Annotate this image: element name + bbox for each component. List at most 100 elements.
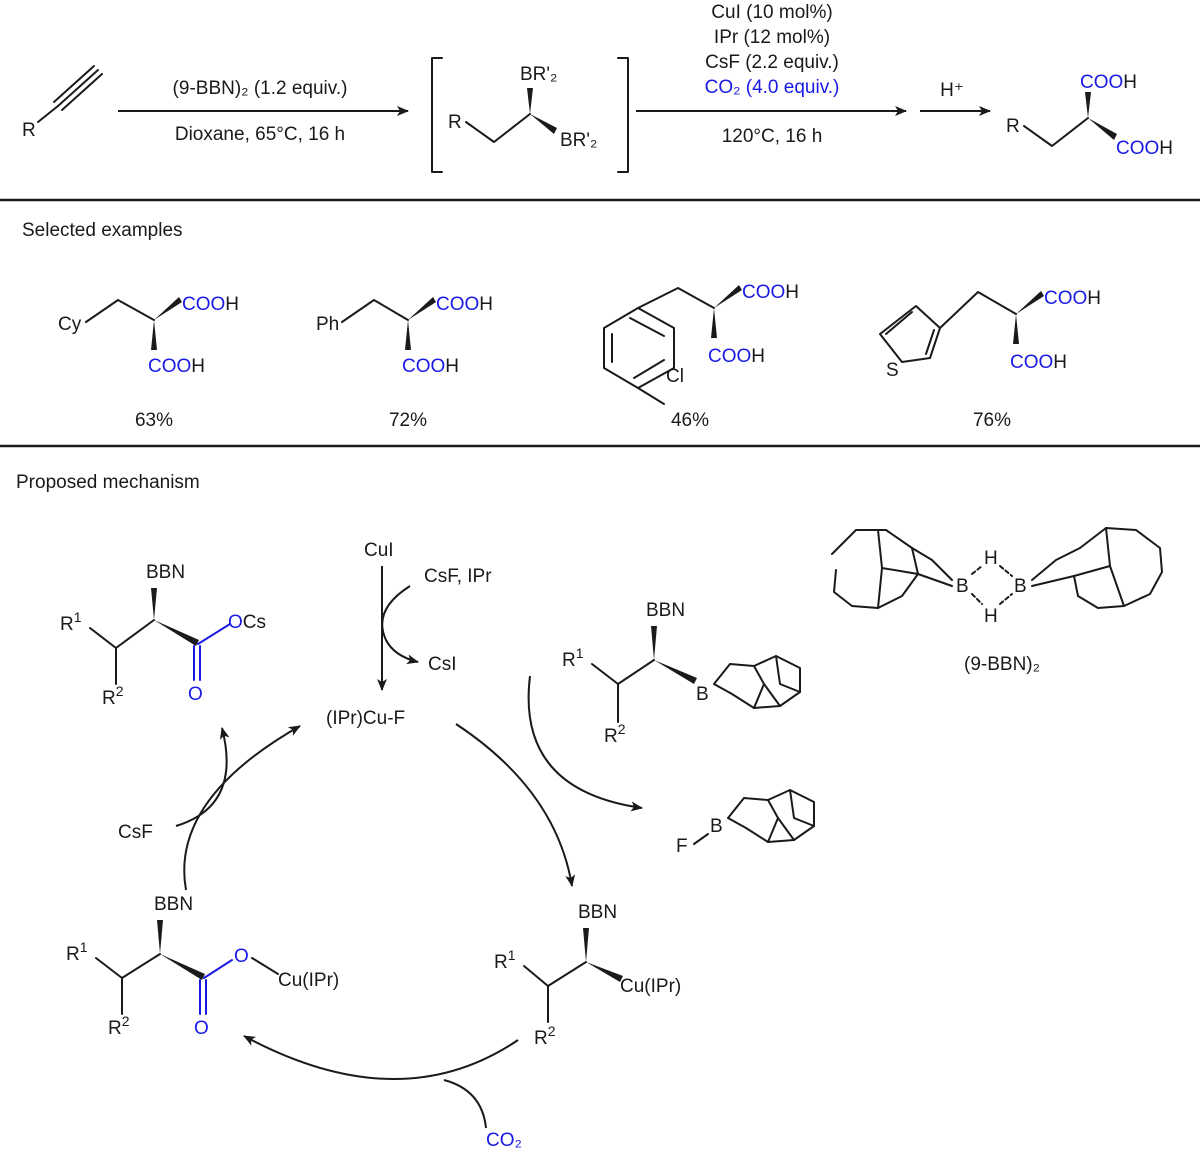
substrate-r1-text: R <box>562 650 576 671</box>
example-1-h2: H <box>191 356 205 377</box>
substrate-r2-text: R <box>604 726 618 747</box>
cesium-carboxylate: BBN R1 R2 O OCs <box>60 562 266 709</box>
example-4-substituent: S <box>886 360 899 381</box>
cucarb-bbn: BBN <box>154 894 193 915</box>
example-2-h1: H <box>479 294 493 315</box>
cucarb-r2-sup: 2 <box>122 1013 130 1029</box>
co2-entry-arrow <box>443 1079 487 1129</box>
step2-arrow: CuI (10 mol%) IPr (12 mol%) CsF (2.2 equ… <box>636 2 907 147</box>
mech-csf: CsF <box>118 822 153 843</box>
cucarb-r1-sup: 1 <box>80 939 88 955</box>
mech-csf-ipr: CsF, IPr <box>424 566 492 587</box>
example-3-yield: 46% <box>671 410 709 431</box>
product-cooh-bottom: COOH <box>1116 138 1173 159</box>
mechanism-title: Proposed mechanism <box>16 472 200 493</box>
step2-co2: CO₂ (4.0 equiv.) <box>705 77 840 98</box>
organocopper: BBN R1 R2 Cu(IPr) <box>494 902 681 1049</box>
cs-r1-sup: 1 <box>74 609 82 625</box>
cs-r2-sup: 2 <box>116 683 124 699</box>
step2-conditions: 120°C, 16 h <box>722 126 823 147</box>
fbbn-f: F <box>676 836 688 857</box>
substrate-r2: R2 <box>604 721 626 747</box>
cu-r1-sup: 1 <box>508 947 516 963</box>
example-2: Ph COOH COOH 72% <box>316 294 493 431</box>
cs-r1-text: R <box>60 614 74 635</box>
example-3-h1: H <box>785 282 799 303</box>
cycle-arrow-metathesis <box>183 725 301 891</box>
cu-ligand: Cu(IPr) <box>620 976 681 997</box>
example-3: Cl COOH COOH 46% <box>603 282 799 431</box>
f-bbn: F B <box>676 789 815 857</box>
cu-r2-text: R <box>534 1028 548 1049</box>
substrate-b: B <box>696 684 709 705</box>
step1-arrow: (9-BBN)₂ (1.2 equiv.) Dioxane, 65°C, 16 … <box>118 78 409 145</box>
cucarb-cu-ligand: Cu(IPr) <box>278 970 339 991</box>
substrate-bbn: BBN <box>646 600 685 621</box>
cs-carboxylate-bbn: BBN <box>146 562 185 583</box>
cucarb-r2: R2 <box>108 1013 130 1039</box>
cu-bbn: BBN <box>578 902 617 923</box>
cycle-arrow-co2-insertion <box>243 1035 519 1080</box>
fbbn-b: B <box>710 816 723 837</box>
example-1-h1: H <box>225 294 239 315</box>
cu-r2-sup: 2 <box>548 1023 556 1039</box>
step1-conditions: Dioxane, 65°C, 16 h <box>175 124 345 145</box>
cs-carboxylate-r1: R1 <box>60 609 82 635</box>
cu-r2: R2 <box>534 1023 556 1049</box>
example-2-cooh-top: COOH <box>436 294 493 315</box>
cs-carboxylate-ocs: OCs <box>228 612 266 633</box>
product-cooh-top-h: H <box>1123 72 1137 93</box>
step1-reagent: (9-BBN)₂ (1.2 equiv.) <box>173 78 348 99</box>
activation-side-arrow <box>381 585 419 665</box>
cu-r1-text: R <box>494 952 508 973</box>
diboryl-intermediate: R BR'₂ BR'₂ <box>431 57 629 173</box>
intermediate-br2-bottom: BR'₂ <box>560 130 597 151</box>
dimer-h-bottom: H <box>984 606 998 627</box>
step2-cui: CuI (10 mol%) <box>711 2 832 23</box>
cycle-arrow-transmetalation <box>455 723 576 887</box>
step2-csf: CsF (2.2 equiv.) <box>705 52 839 73</box>
mech-catalyst: (IPr)Cu-F <box>326 708 405 729</box>
cucarb-o-double: O <box>194 1018 209 1039</box>
product-r: R <box>1006 116 1020 137</box>
example-4: S COOH COOH 76% <box>879 288 1101 431</box>
example-1-substituent: Cy <box>58 314 82 335</box>
alkyne-reactant: R <box>22 65 103 141</box>
product-cooh-bottom-h: H <box>1159 138 1173 159</box>
example-3-cooh-bottom: COOH <box>708 346 765 367</box>
example-4-h2: H <box>1053 352 1067 373</box>
alkyne-r-label: R <box>22 120 36 141</box>
step3-acid: H⁺ <box>940 80 964 101</box>
example-4-yield: 76% <box>973 410 1011 431</box>
dimer-b-left: B <box>956 576 969 597</box>
example-4-h1: H <box>1087 288 1101 309</box>
example-2-h2: H <box>445 356 459 377</box>
malonic-acid-product: R COOH COOH <box>1006 72 1173 159</box>
copper-carboxylate: BBN R1 R2 O O Cu(IPr) <box>66 894 339 1039</box>
dimer-h-top: H <box>984 548 998 569</box>
intermediate-r: R <box>448 112 462 133</box>
step3-arrow: H⁺ <box>920 80 991 116</box>
fbbn-release-arrow <box>527 675 643 812</box>
product-cooh-top: COOH <box>1080 72 1137 93</box>
mech-csi: CsI <box>428 654 457 675</box>
example-3-h2: H <box>751 346 765 367</box>
example-1-cooh-bottom: COOH <box>148 356 205 377</box>
cucarb-r1-text: R <box>66 944 80 965</box>
cs-r2-text: R <box>102 688 116 709</box>
substrate-r1-sup: 1 <box>576 645 584 661</box>
dimer-label: (9-BBN)₂ <box>964 654 1040 675</box>
9bbn-dimer: B B H H (9-BBN)₂ <box>831 527 1163 675</box>
example-4-cooh-top: COOH <box>1044 288 1101 309</box>
csf-regeneration-arrow <box>175 727 230 827</box>
example-1-cooh-top: COOH <box>182 294 239 315</box>
substrate-r1: R1 <box>562 645 584 671</box>
cucarb-r2-text: R <box>108 1018 122 1039</box>
example-4-cooh-bottom: COOH <box>1010 352 1067 373</box>
cs-carboxylate-r2: R2 <box>102 683 124 709</box>
examples-title: Selected examples <box>22 220 183 241</box>
dimer-b-right: B <box>1014 576 1027 597</box>
example-1: Cy COOH COOH 63% <box>58 294 239 431</box>
